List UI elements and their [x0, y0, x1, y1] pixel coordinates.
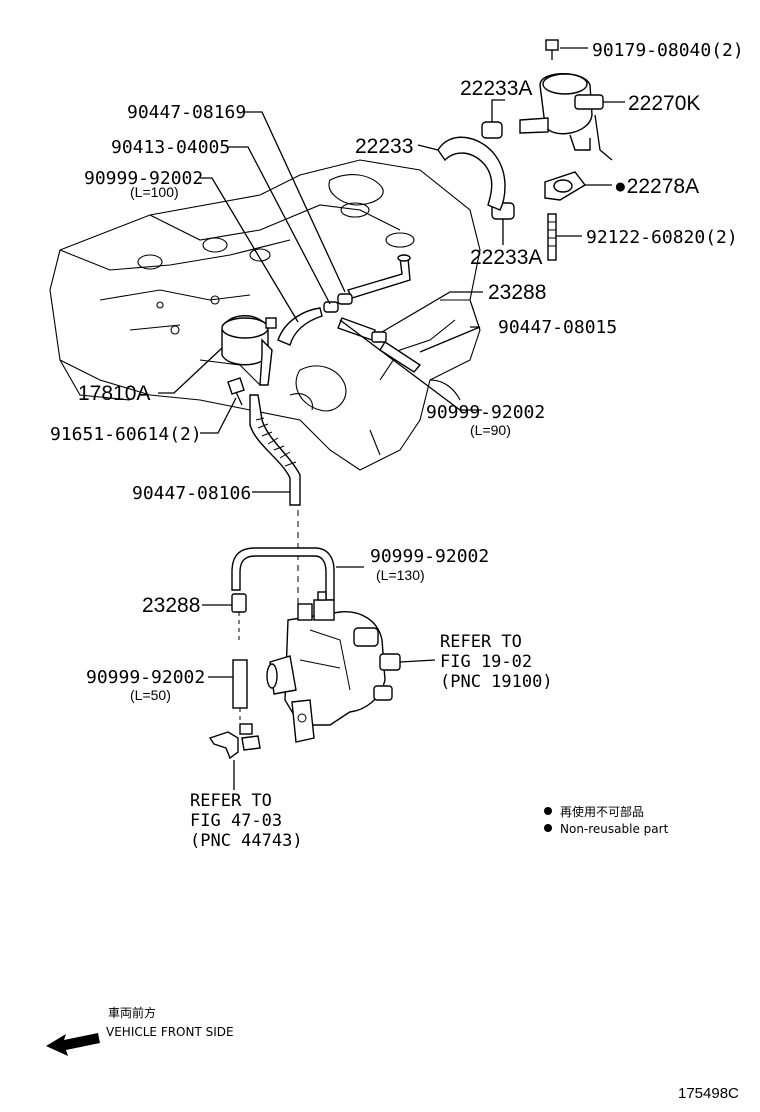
- fig-47-03-label: FIG 47-03: [190, 811, 282, 831]
- label-90999-92002-l130: 90999-92002: [370, 546, 489, 567]
- label-90413-04005: 90413-04005: [111, 137, 230, 158]
- label-22278a: ●22278A: [614, 175, 699, 198]
- label-92122-60820: 92122-60820(2): [586, 227, 738, 248]
- label-22233a-bottom: 22233A: [470, 246, 542, 269]
- refer-to-label-1: REFER TO: [440, 632, 522, 652]
- figure-id: 175498C: [678, 1085, 739, 1102]
- label-23288-low: 23288: [142, 594, 200, 617]
- label-90447-08106: 90447-08106: [132, 483, 251, 504]
- legend: 再使用不可部品 Non-reusable part: [544, 804, 669, 836]
- label-l90: (L=90): [470, 422, 511, 438]
- label-90179-08040: 90179-08040(2): [592, 40, 744, 61]
- label-91651-60614: 91651-60614(2): [50, 424, 202, 445]
- vehicle-front-indicator: 車両前方 VEHICLE FRONT SIDE: [46, 1005, 234, 1056]
- engine-block: [49, 159, 481, 471]
- label-l50: (L=50): [130, 687, 171, 703]
- legend-en: Non-reusable part: [560, 822, 669, 836]
- label-23288-top: 23288: [488, 281, 546, 304]
- vacuum-switching-valve: [437, 39, 613, 261]
- direction-en: VEHICLE FRONT SIDE: [106, 1025, 234, 1039]
- label-90999-92002-l90: 90999-92002: [426, 402, 545, 423]
- pnc-44743-label: (PNC 44743): [190, 831, 303, 851]
- label-17810a: 17810A: [78, 382, 150, 405]
- leader-lines: [158, 47, 625, 790]
- label-22233: 22233: [355, 135, 413, 158]
- label-90999-92002-l100: 90999-92002: [84, 168, 203, 189]
- lower-hose-assembly: [208, 547, 401, 760]
- label-90447-08169: 90447-08169: [127, 102, 246, 123]
- arrow-left-icon: [46, 1033, 100, 1056]
- label-90447-08015: 90447-08015: [498, 317, 617, 338]
- label-l130: (L=130): [376, 567, 425, 583]
- hose-assembly-mid: [221, 254, 422, 630]
- fig-19-02-label: FIG 19-02: [440, 652, 532, 672]
- label-90999-92002-l50: 90999-92002: [86, 667, 205, 688]
- non-reusable-bullet-icon: [544, 807, 552, 815]
- pnc-19100-label: (PNC 19100): [440, 672, 553, 692]
- legend-jp: 再使用不可部品: [560, 804, 644, 819]
- refer-to-label-2: REFER TO: [190, 791, 272, 811]
- label-22270k: 22270K: [628, 92, 700, 115]
- label-l100: (L=100): [130, 184, 179, 200]
- label-22233a-top: 22233A: [460, 77, 532, 100]
- direction-jp: 車両前方: [108, 1005, 156, 1020]
- non-reusable-bullet-icon: [544, 824, 552, 832]
